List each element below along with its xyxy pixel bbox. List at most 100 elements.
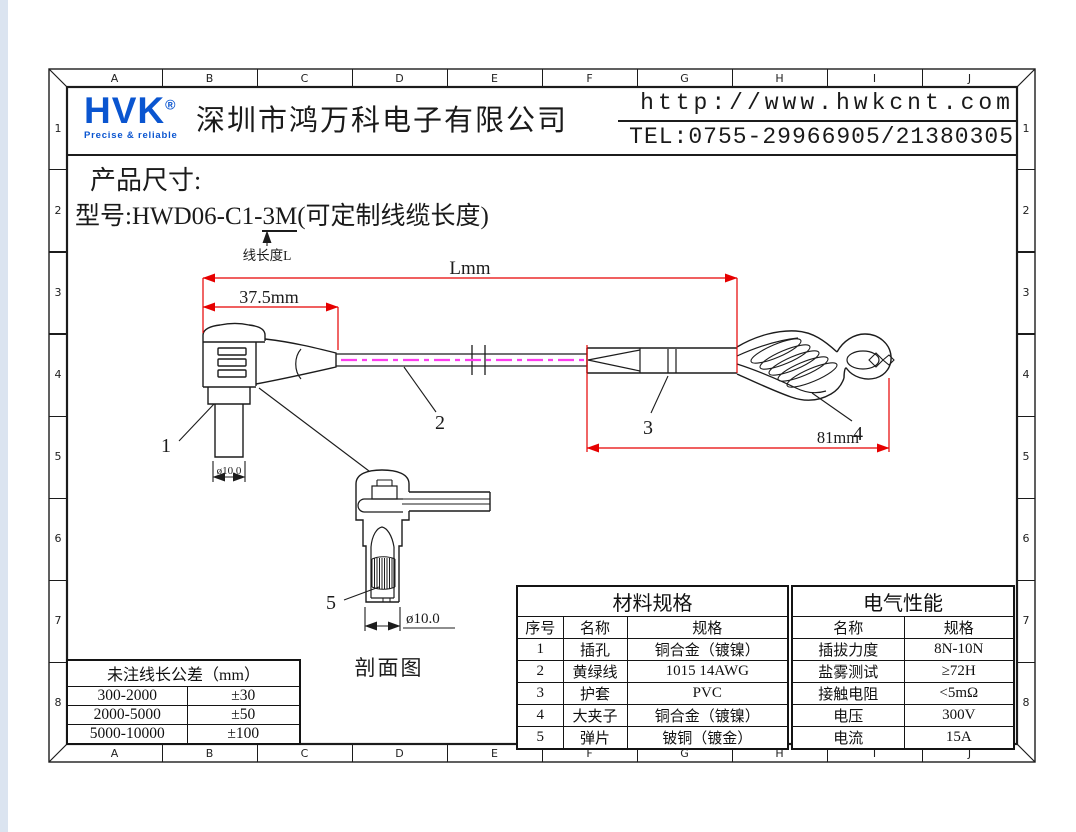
frame-tick <box>542 744 544 762</box>
frame-tick <box>1017 497 1035 499</box>
frame-tick <box>162 744 164 762</box>
material-table-cell: 1015 14AWG <box>626 660 789 683</box>
frame-column-label-top: A <box>110 71 119 85</box>
dim-label-plug-dia: ø10.0 <box>217 465 242 477</box>
electrical-table-header: 名称 <box>791 616 905 639</box>
tolerance-table-cell: 2000-5000 <box>66 704 188 725</box>
logo-tagline: Precise & reliable <box>84 130 178 141</box>
dim-label-clip: 81mm <box>817 428 859 447</box>
cable-length-note: 线长度L <box>243 248 292 263</box>
frame-tick <box>827 744 829 762</box>
frame-column-label-bottom: F <box>586 746 593 760</box>
frame-tick <box>542 69 544 87</box>
frame-tick <box>1017 661 1035 664</box>
frame-tick <box>352 69 354 87</box>
dim-label-section-dia: ø10.0 <box>406 611 440 627</box>
frame-tick <box>1017 333 1035 335</box>
frame-column-label-bottom: A <box>110 746 119 760</box>
material-table-cell: 4 <box>516 704 564 727</box>
frame-tick <box>352 744 354 762</box>
frame-tick <box>1017 251 1035 253</box>
frame-tick <box>447 69 449 87</box>
frame-column-label-top: C <box>300 71 309 85</box>
frame-row-label-right: 7 <box>1022 614 1030 628</box>
model-prefix: 型号:HWD06-C1- <box>75 203 263 230</box>
frame-column-label-top: E <box>491 71 498 85</box>
tolerance-table-cell: ±100 <box>186 723 301 744</box>
frame-tick <box>447 744 449 762</box>
frame-column-label-top: J <box>967 71 972 85</box>
frame-column-label-top: G <box>680 71 689 85</box>
electrical-table-cell: 电流 <box>791 726 905 750</box>
callout-1: 1 <box>161 435 171 457</box>
frame-row-label-left: 8 <box>54 696 62 710</box>
dim-label-plug: 37.5mm <box>239 287 299 307</box>
frame-tick <box>732 744 734 762</box>
viewer-left-margin <box>0 0 8 832</box>
frame-tick <box>49 333 67 335</box>
material-table-cell: 1 <box>516 638 564 661</box>
electrical-table-cell: 接触电阻 <box>791 682 905 705</box>
frame-tick <box>732 69 734 87</box>
electrical-table-cell: 8N-10N <box>903 638 1015 661</box>
callout-3: 3 <box>643 417 653 439</box>
electrical-table-cell: 盐雾测试 <box>791 660 905 683</box>
electrical-table-cell: 300V <box>903 704 1015 727</box>
frame-column-label-top: I <box>872 71 877 85</box>
frame-tick <box>1017 415 1035 417</box>
diameter-dimensions <box>212 230 455 631</box>
material-table-cell: 大夹子 <box>562 704 628 727</box>
section-spring <box>371 556 396 590</box>
material-table-title: 材料规格 <box>516 585 789 617</box>
plug-drawing <box>202 322 337 458</box>
material-table-cell: 5 <box>516 726 564 750</box>
dimension-lines <box>202 273 890 453</box>
frame-tick <box>49 661 67 664</box>
material-table-header: 名称 <box>562 616 628 639</box>
registered-mark-icon: ® <box>165 96 177 113</box>
frame-column-label-top: H <box>775 71 784 85</box>
product-section-title: 产品尺寸: <box>90 166 202 195</box>
electrical-table-header: 规格 <box>903 616 1015 639</box>
electrical-table-title: 电气性能 <box>791 585 1015 617</box>
model-length: 3M <box>262 203 298 232</box>
material-table-cell: 插孔 <box>562 638 628 661</box>
frame-row-label-left: 2 <box>54 203 62 217</box>
tolerance-table-cell: 5000-10000 <box>66 723 188 744</box>
frame-column-label-bottom: G <box>680 746 689 760</box>
frame-tick <box>922 69 924 87</box>
frame-tick <box>257 744 259 762</box>
product-model: 型号:HWD06-C1-3M(可定制线缆长度) <box>75 196 489 232</box>
frame-column-label-bottom: J <box>967 746 972 760</box>
frame-column-label-top: F <box>586 71 593 85</box>
model-suffix: (可定制线缆长度) <box>297 203 489 230</box>
frame-column-label-bottom: H <box>775 746 784 760</box>
company-name: 深圳市鸿万科电子有限公司 <box>196 105 569 137</box>
material-table-cell: 铍铜（镀金） <box>626 726 789 750</box>
electrical-table-cell: 电压 <box>791 704 905 727</box>
clip-sheath-drawing <box>586 347 737 374</box>
frame-column-label-bottom: I <box>872 746 877 760</box>
section-caption: 剖面图 <box>355 656 424 680</box>
frame-row-label-right: 3 <box>1022 285 1030 299</box>
frame-row-label-right: 8 <box>1022 696 1030 710</box>
frame-row-label-left: 7 <box>54 614 62 628</box>
callout-5: 5 <box>326 592 336 614</box>
frame-tick <box>49 251 67 253</box>
frame-column-label-bottom: D <box>395 746 404 760</box>
frame-tick <box>827 69 829 87</box>
electrical-table-cell: 插拔力度 <box>791 638 905 661</box>
frame-tick <box>637 69 639 87</box>
frame-row-label-right: 1 <box>1022 121 1030 135</box>
dim-label-total: Lmm <box>449 258 490 279</box>
frame-tick <box>257 69 259 87</box>
frame-column-label-bottom: E <box>491 746 498 760</box>
company-website: http://www.hwkcnt.com <box>640 90 1014 116</box>
frame-row-label-right: 5 <box>1022 450 1030 464</box>
